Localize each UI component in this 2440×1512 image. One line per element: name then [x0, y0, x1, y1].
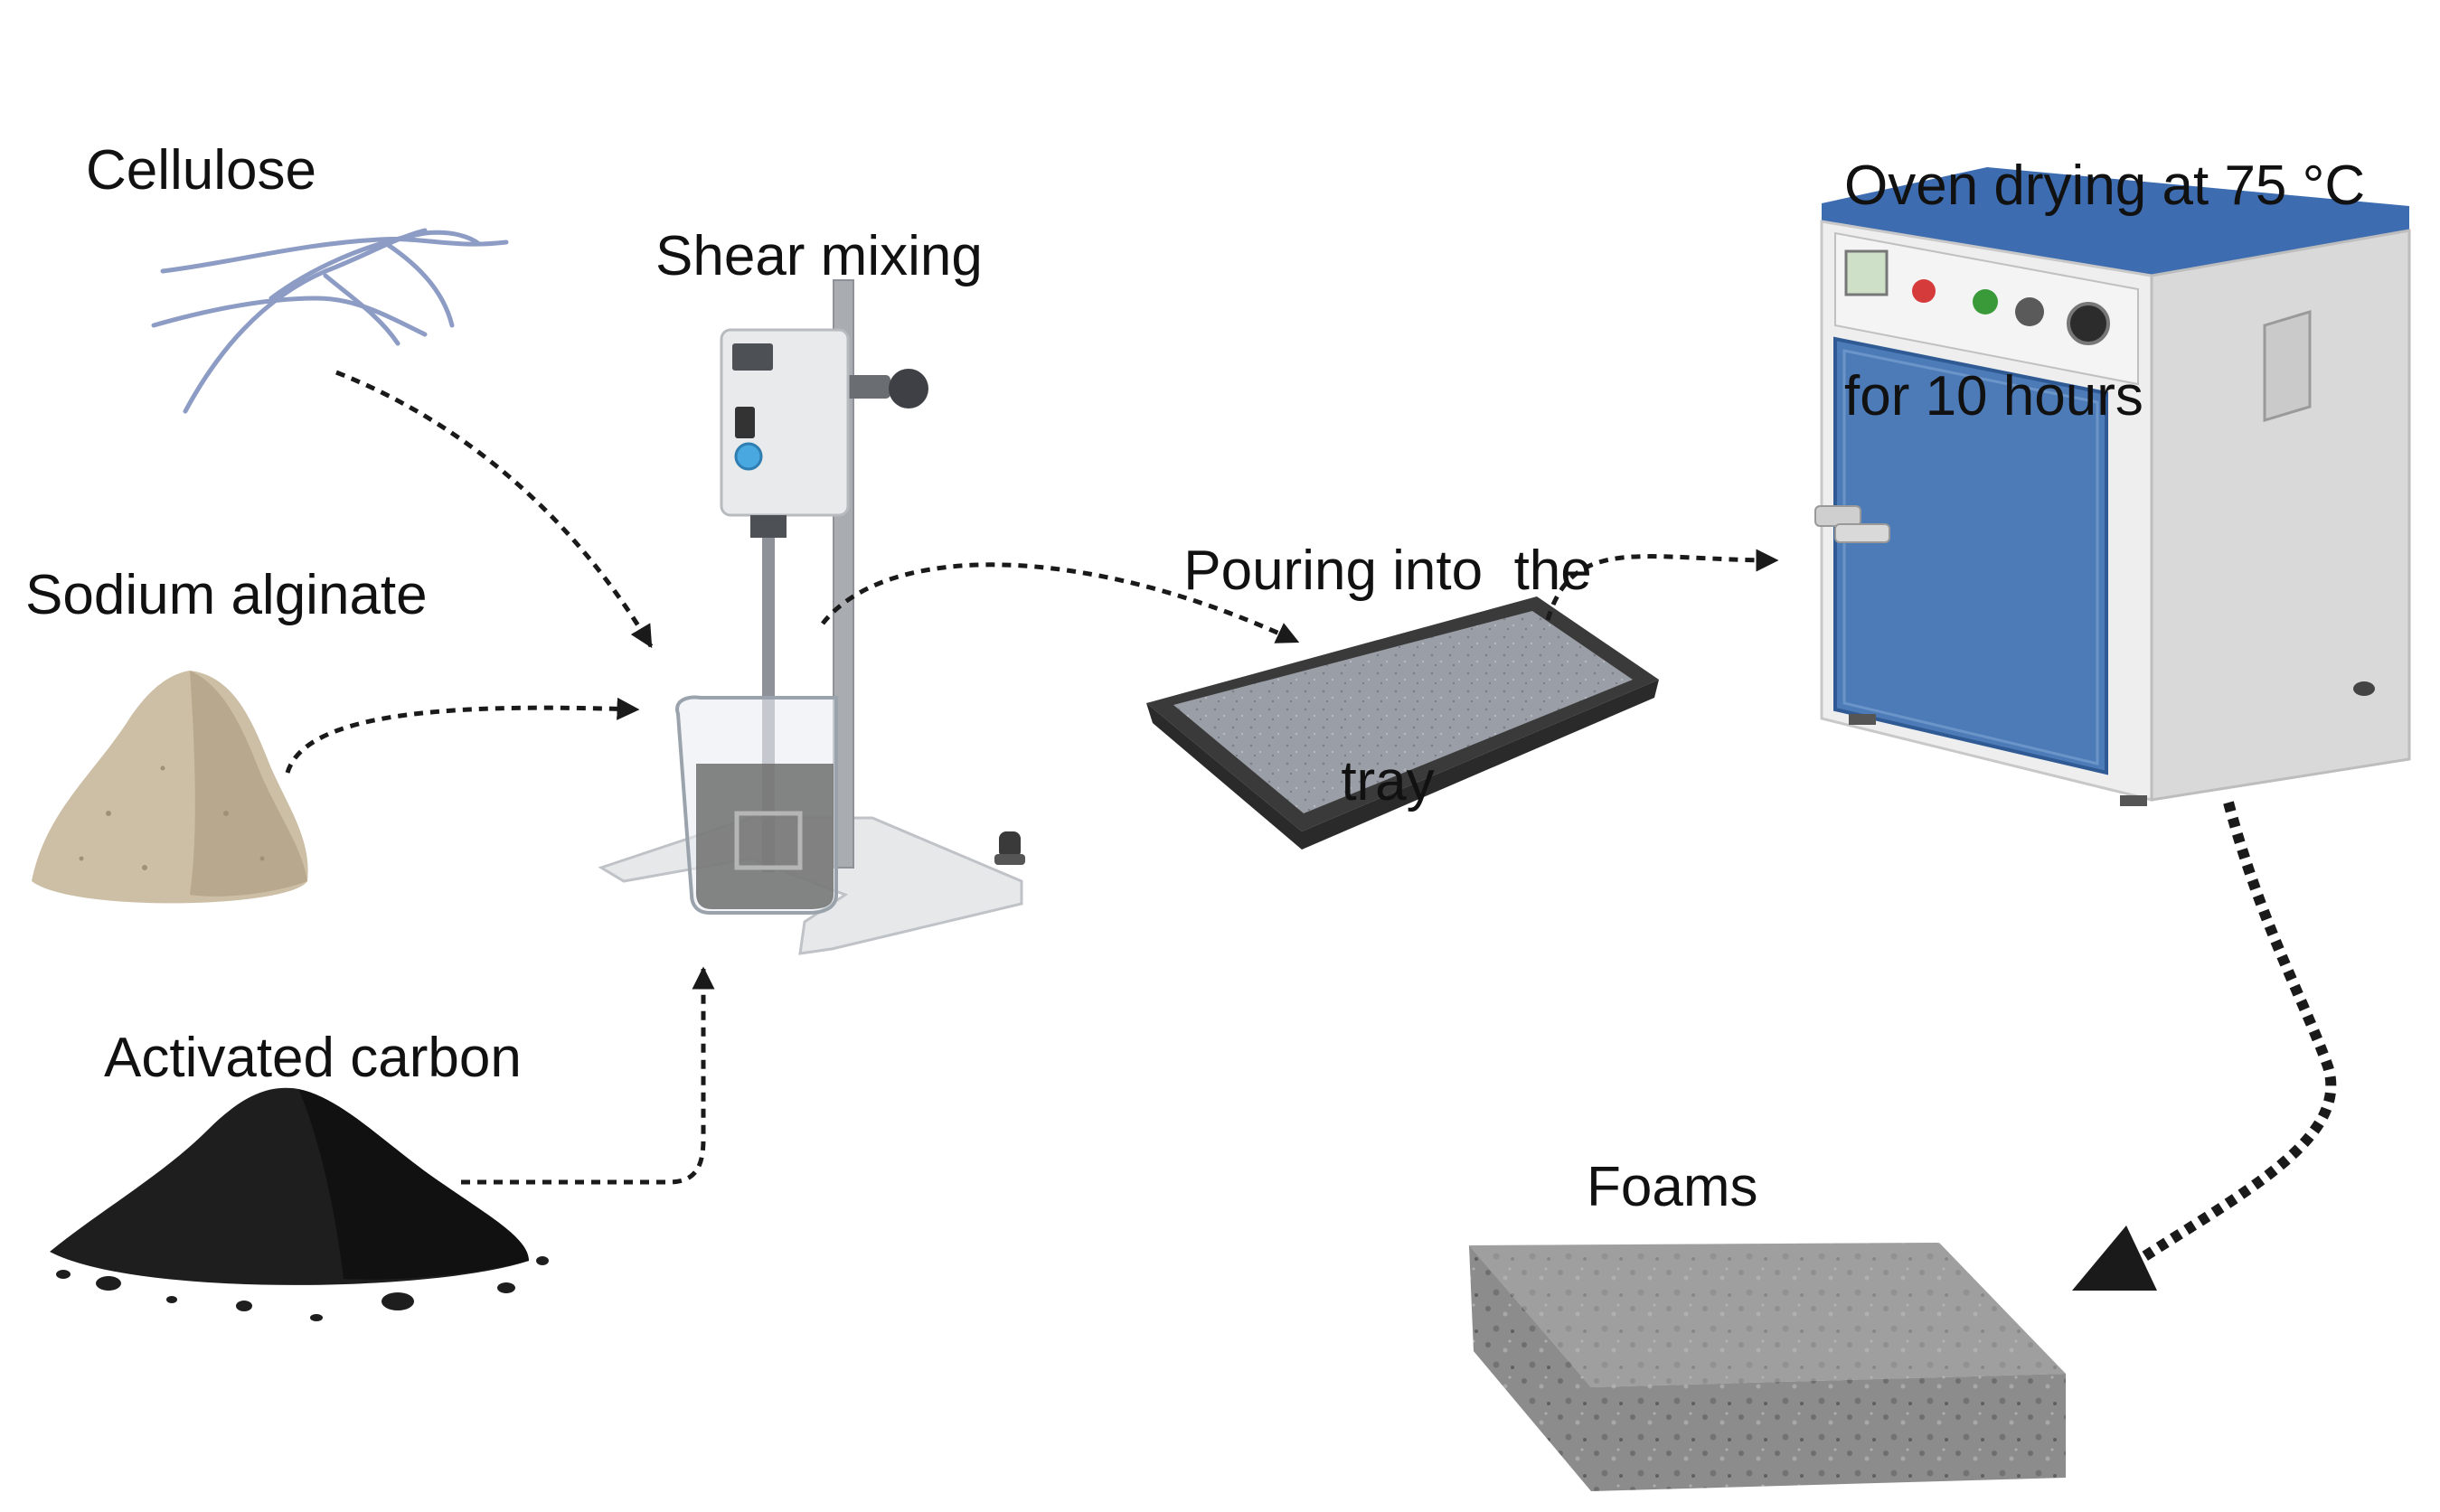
label-pouring-tray: Pouring into the tray — [1144, 396, 1632, 887]
arrow-mixer-to-tray — [821, 562, 1300, 644]
activated-carbon-pile-icon — [50, 1087, 549, 1321]
label-activated-carbon: Activated carbon — [104, 1027, 522, 1089]
arrow-alginate-to-mixer — [285, 697, 640, 774]
drying-oven-icon — [1814, 167, 2411, 806]
overhead-stirrer-icon — [598, 279, 1025, 955]
label-oven-line1: Oven drying at 75 °C — [1844, 155, 2366, 217]
foam-block-icon — [1469, 1243, 2066, 1491]
arrow-tray-to-oven — [1545, 549, 1779, 621]
label-pouring-line2: tray — [1341, 749, 1435, 812]
label-foams: Foams — [1587, 1156, 1758, 1218]
label-oven-line2: for 10 hours — [1844, 364, 2143, 427]
cellulose-fibers-icon — [151, 228, 509, 414]
arrow-oven-to-foam-head — [2072, 1226, 2157, 1291]
arrow-cellulose-to-mixer — [335, 370, 654, 649]
label-pouring-line1: Pouring into the — [1183, 540, 1592, 602]
flow-arrows — [285, 370, 1779, 1185]
arrow-oven-to-foam — [2130, 801, 2337, 1269]
label-shear-mixing: Shear mixing — [655, 225, 983, 287]
tray-icon — [1146, 596, 1659, 850]
label-sodium-alginate: Sodium alginate — [25, 564, 428, 626]
label-cellulose: Cellulose — [86, 139, 317, 202]
alginate-powder-pile-icon — [32, 671, 308, 904]
label-oven-drying: Oven drying at 75 °C for 10 hours — [1844, 11, 2365, 502]
